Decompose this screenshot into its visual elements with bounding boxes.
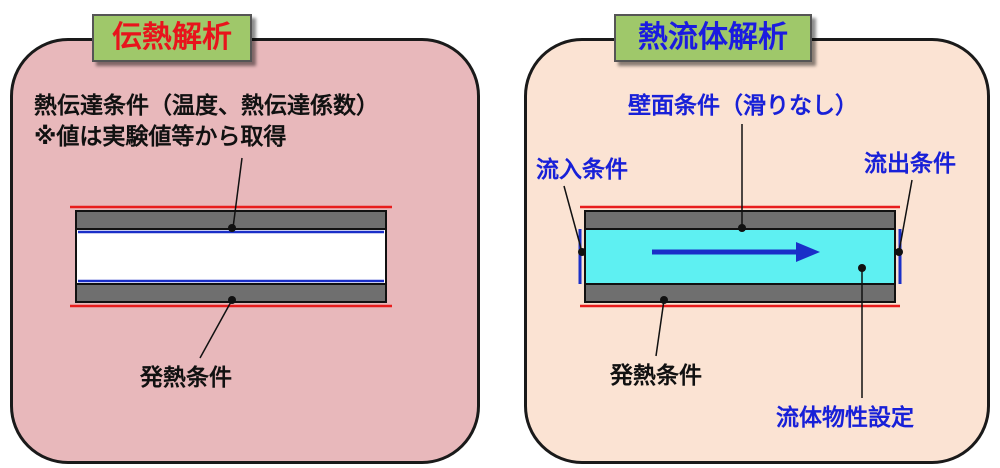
left-pipe [70,157,392,359]
outflow-leader [898,179,913,253]
left-heating-leader [199,299,233,359]
inflow-leader [563,185,583,253]
left-panel-title: 伝熱解析 [92,14,252,62]
right-bottom-wall [584,283,896,303]
left-condition-dot [228,224,236,232]
flow-arrow-head [796,242,820,262]
outflow-dot [895,248,903,256]
right-heating-dot [660,296,668,304]
outflow-condition-label: 流出条件 [864,151,956,177]
wall-condition-dot [738,224,746,232]
left-heating-dot [228,296,236,304]
wall-condition-label: 壁面条件（滑りなし） [628,93,858,119]
heat-transfer-condition-label: 熱伝達条件（温度、熱伝達係数） [34,93,379,119]
right-pipe [563,124,913,398]
fluid-property-dot [858,264,866,272]
right-heating-condition-label: 発熱条件 [610,363,702,389]
left-pipe-interior [75,228,387,285]
right-fluid-region [584,228,896,285]
right-heating-leader [655,299,665,357]
inflow-dot [578,248,586,256]
inflow-condition-label: 流入条件 [536,157,628,183]
left-condition-leader [232,157,243,229]
fluid-property-label: 流体物性設定 [776,405,914,431]
right-panel-title: 熱流体解析 [614,14,812,62]
left-heating-condition-label: 発熱条件 [140,365,232,391]
experimental-value-note: ※値は実験値等から取得 [34,124,287,150]
